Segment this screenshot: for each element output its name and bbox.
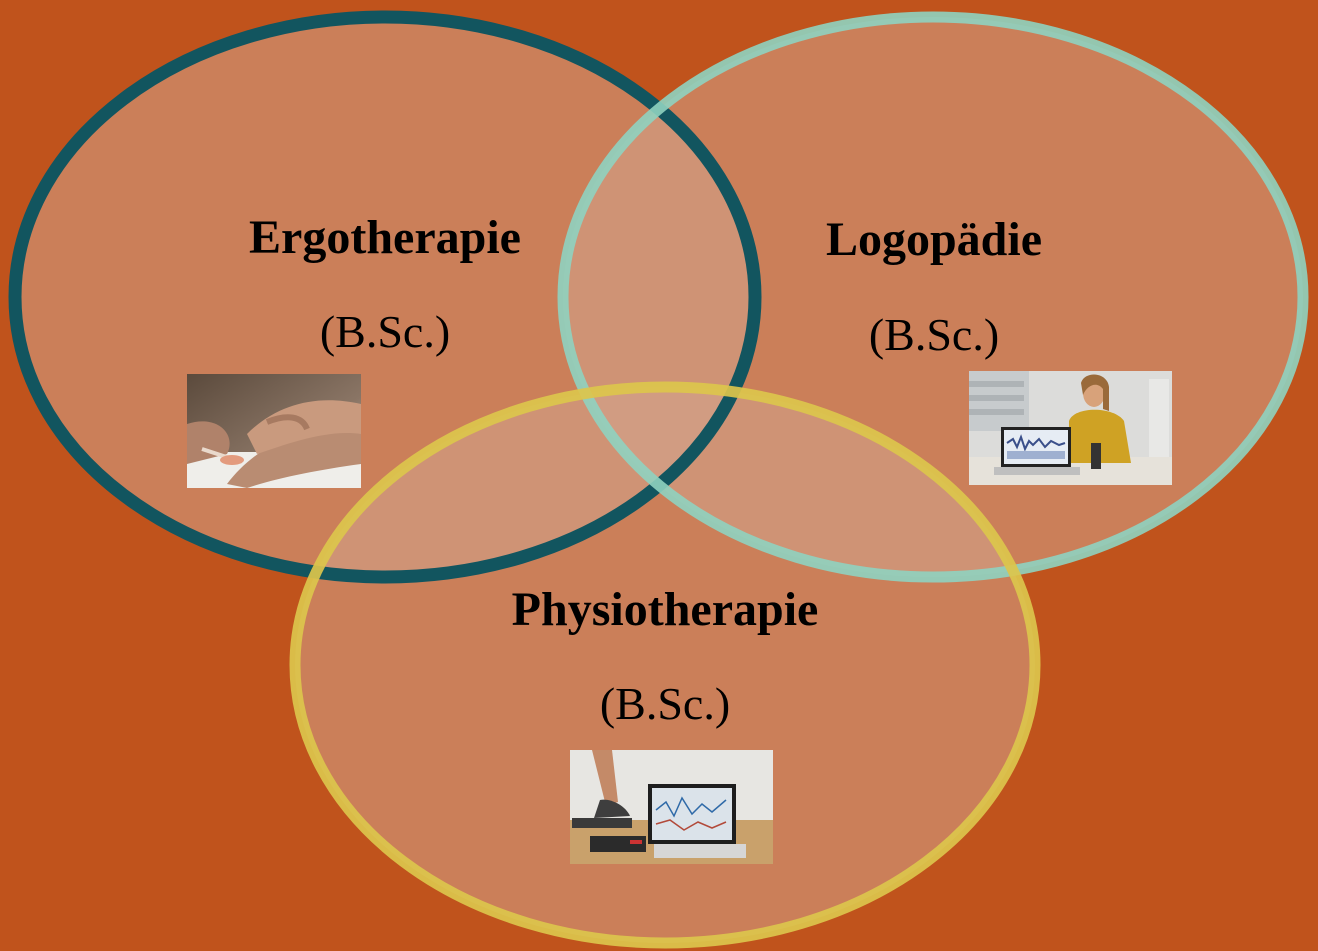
gait-analysis-photo: [570, 750, 773, 864]
ergotherapie-outline: [8, 10, 762, 584]
logopaedie-degree: (B.Sc.): [868, 309, 1000, 360]
physiotherapie-degree: (B.Sc.): [599, 678, 731, 729]
ergotherapie-title: Ergotherapie: [249, 211, 521, 264]
logopaedie-title: Logopädie: [825, 213, 1043, 266]
logopaedie-outline: [557, 11, 1309, 583]
hands-therapy-photo: [187, 374, 361, 488]
physiotherapie-outline: [289, 381, 1041, 949]
physiotherapie-fill: [295, 387, 1035, 943]
ergotherapie-degree: (B.Sc.): [319, 306, 451, 357]
speech-analysis-photo: [969, 371, 1172, 485]
physiotherapie-title: Physiotherapie: [511, 583, 819, 636]
